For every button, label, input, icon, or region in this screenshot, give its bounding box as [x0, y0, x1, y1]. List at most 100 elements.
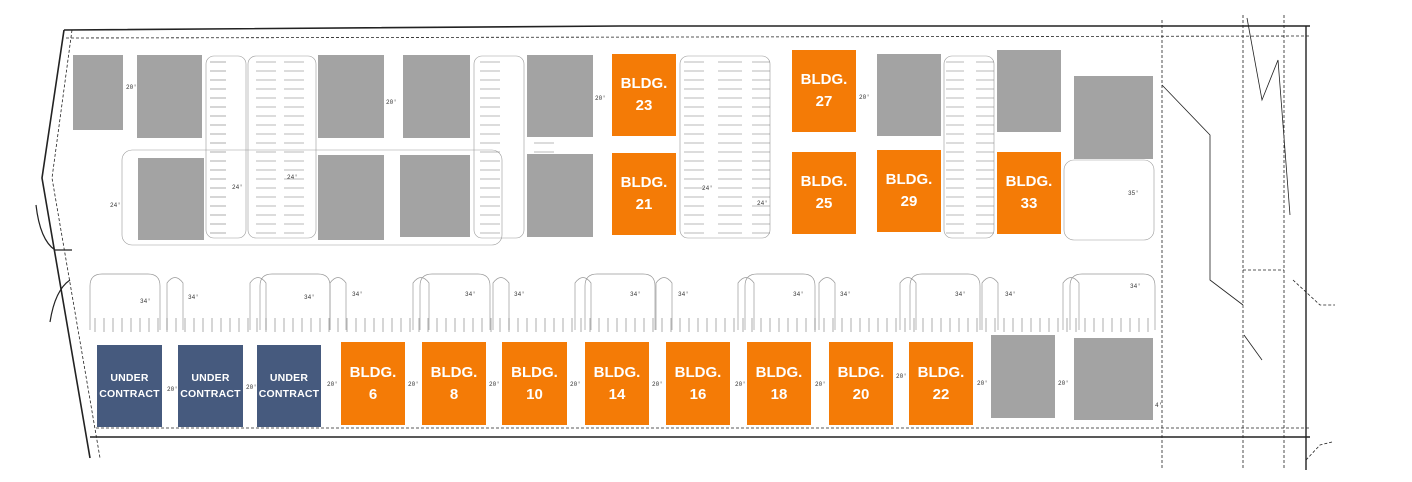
dim-label: 35'	[1128, 190, 1139, 197]
building-33[interactable]: BLDG. 33	[997, 152, 1061, 234]
building-6-number: 6	[368, 385, 378, 403]
dim-label: 34'	[1005, 291, 1016, 298]
dim-label: 20'	[896, 373, 907, 380]
dim-label: 20'	[977, 380, 988, 387]
parking-bay-outline	[259, 273, 331, 330]
left-road-curve-1	[35, 204, 72, 251]
building-unlisted-t7[interactable]	[400, 155, 470, 237]
landscape-island	[655, 277, 673, 330]
parking-bay-outline	[584, 273, 656, 330]
building-under-contract-2[interactable]: UNDER CONTRACT	[178, 345, 243, 427]
dim-label: 34'	[352, 291, 363, 298]
building-21-number: 21	[635, 196, 653, 213]
annotation-leader-3	[1243, 334, 1263, 361]
building-unlisted-t2[interactable]	[137, 55, 202, 138]
parking-bay-outline	[909, 273, 981, 330]
annotation-leader-4	[1292, 279, 1335, 306]
dim-label: 20'	[167, 386, 178, 393]
property-line-left	[41, 29, 91, 459]
under-contract-1-line1: UNDER	[110, 372, 149, 384]
dim-label: 20'	[595, 95, 606, 102]
parking-aisle-2	[247, 55, 317, 239]
dim-label: 24'	[232, 184, 243, 191]
dim-label: 20'	[735, 381, 746, 388]
dim-label: 24'	[110, 202, 121, 209]
building-6[interactable]: BLDG. 6	[341, 342, 405, 425]
drive-loop-right	[1063, 159, 1155, 241]
building-14-number: 14	[608, 385, 626, 403]
building-23-prefix: BLDG.	[620, 75, 668, 92]
building-21[interactable]: BLDG. 21	[612, 153, 676, 235]
building-unlisted-t6[interactable]	[318, 155, 384, 240]
landscape-island	[249, 277, 267, 330]
building-16[interactable]: BLDG. 16	[666, 342, 730, 425]
building-14[interactable]: BLDG. 14	[585, 342, 649, 425]
building-29-prefix: BLDG.	[885, 171, 933, 188]
dim-label: 20'	[570, 381, 581, 388]
parking-aisle-3	[473, 55, 525, 239]
dim-label: 20'	[327, 381, 338, 388]
building-8-prefix: BLDG.	[430, 363, 478, 381]
building-unlisted-t10[interactable]	[877, 54, 941, 136]
building-18[interactable]: BLDG. 18	[747, 342, 811, 425]
dim-label: 20'	[489, 381, 500, 388]
building-18-number: 18	[770, 385, 788, 403]
dim-label: 34'	[955, 291, 966, 298]
building-25-prefix: BLDG.	[800, 173, 848, 190]
building-unlisted-t3[interactable]	[138, 158, 204, 240]
landscape-island	[737, 277, 755, 330]
landscape-island	[1062, 277, 1080, 330]
dim-label: 20'	[386, 99, 397, 106]
building-22-number: 22	[932, 385, 950, 403]
dim-label: 34'	[304, 294, 315, 301]
building-29[interactable]: BLDG. 29	[877, 150, 941, 232]
dim-label: 24'	[757, 200, 768, 207]
building-27[interactable]: BLDG. 27	[792, 50, 856, 132]
building-10-prefix: BLDG.	[511, 363, 558, 381]
building-unlisted-t5[interactable]	[403, 55, 470, 138]
building-unlisted-t4[interactable]	[318, 55, 384, 138]
dim-label: 24'	[287, 174, 298, 181]
building-unlisted-t1[interactable]	[73, 55, 123, 130]
dim-label: 20'	[1058, 380, 1069, 387]
building-10[interactable]: BLDG. 10	[502, 342, 567, 425]
annotation-leader-1	[1161, 84, 1244, 306]
building-under-contract-1[interactable]: UNDER CONTRACT	[97, 345, 162, 427]
landscape-island	[818, 277, 836, 330]
building-22-prefix: BLDG.	[917, 363, 965, 381]
building-unlisted-b1[interactable]	[991, 335, 1055, 418]
dim-label: 20'	[126, 84, 137, 91]
building-22[interactable]: BLDG. 22	[909, 342, 973, 425]
dim-label: 20'	[859, 94, 870, 101]
parking-bay-outline	[744, 273, 816, 330]
building-under-contract-3[interactable]: UNDER CONTRACT	[257, 345, 321, 427]
landscape-island	[574, 277, 592, 330]
parking-aisle-5	[943, 55, 995, 239]
landscape-island	[899, 277, 917, 330]
dim-label: 34'	[840, 291, 851, 298]
dim-label: 34'	[465, 291, 476, 298]
building-unlisted-t9[interactable]	[527, 154, 593, 237]
building-unlisted-t12[interactable]	[1074, 76, 1153, 159]
parking-aisle-1	[205, 55, 247, 239]
building-27-number: 27	[815, 93, 833, 110]
building-25[interactable]: BLDG. 25	[792, 152, 856, 234]
building-23[interactable]: BLDG. 23	[612, 54, 676, 136]
dim-label: 20'	[246, 384, 257, 391]
landscape-island	[981, 277, 999, 330]
building-unlisted-b2[interactable]	[1074, 338, 1153, 420]
under-contract-2-line1: UNDER	[191, 372, 230, 384]
building-unlisted-t11[interactable]	[997, 50, 1061, 132]
building-unlisted-t8[interactable]	[527, 55, 593, 137]
parking-aisle-4	[679, 55, 771, 239]
landscape-island	[492, 277, 510, 330]
building-8[interactable]: BLDG. 8	[422, 342, 486, 425]
building-23-number: 23	[635, 97, 653, 114]
annotation-leader-2	[1246, 17, 1291, 216]
building-25-number: 25	[815, 195, 833, 212]
dim-label: 34'	[630, 291, 641, 298]
under-contract-2-line2: CONTRACT	[180, 388, 241, 400]
parking-bay-outline	[89, 273, 161, 330]
building-20[interactable]: BLDG. 20	[829, 342, 893, 425]
